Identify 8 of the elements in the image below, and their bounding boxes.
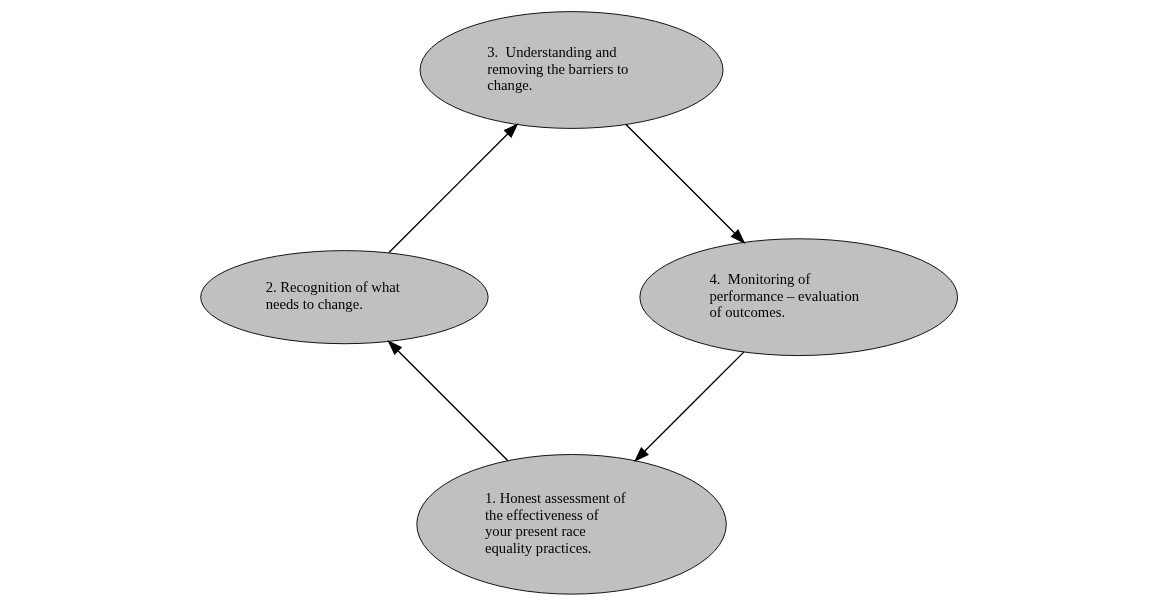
node-ellipse: 1. Honest assessment of the effectiveness of your present race equality practices. [416,454,727,595]
arrow [625,123,746,244]
node-ellipse: 4. Monitoring of performance – evaluation of outcomes. [639,238,958,357]
arrow [633,351,745,462]
arrow [388,123,519,254]
arrow [387,340,509,462]
node-ellipse: 2. Recognition of what needs to change. [200,250,489,345]
node-ellipse: 3. Understanding and removing the barriers to change. [419,11,724,129]
